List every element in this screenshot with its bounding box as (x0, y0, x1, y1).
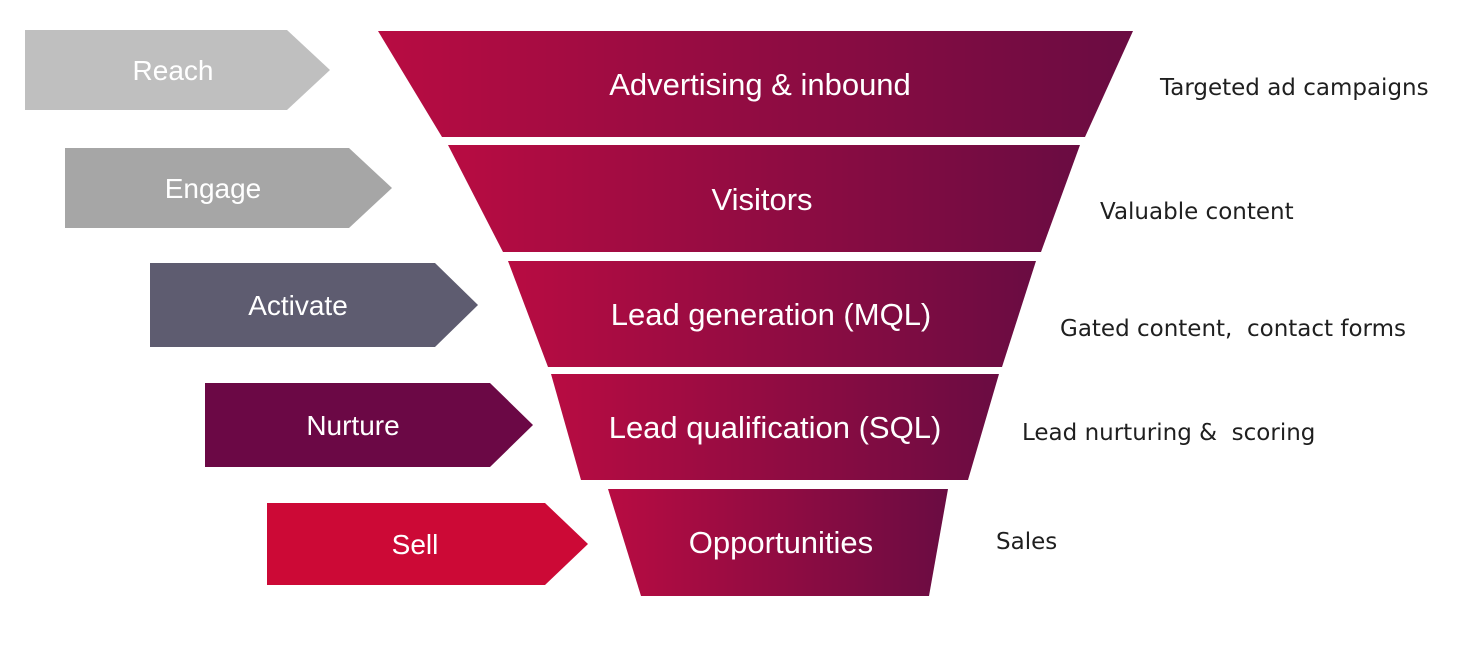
annotation-text: Targeted ad campaigns (1159, 75, 1429, 101)
stage-arrow-activate: Activate (150, 263, 478, 347)
funnel-segments: Advertising & inbound Visitors Lead gene… (378, 31, 1133, 596)
segment-label: Advertising & inbound (609, 67, 911, 102)
annotation-text: Sales (996, 529, 1057, 555)
funnel-segment-shape (448, 145, 1080, 252)
stage-label: Engage (165, 173, 262, 204)
annotation-text: Gated content, contact forms (1060, 316, 1406, 342)
sell-arrow-shape (267, 503, 588, 585)
stage-arrow-engage: Engage (65, 148, 392, 228)
funnel-segment-shape (508, 261, 1036, 367)
stage-label: Reach (133, 55, 214, 86)
annotation-text: Lead nurturing & scoring (1022, 420, 1315, 446)
stage-arrows: Reach Engage Activate Nurture Sell (25, 30, 588, 585)
annotation-text: Valuable content (1100, 199, 1294, 225)
funnel-segment-shape (378, 31, 1133, 137)
stage-label: Activate (248, 290, 348, 321)
funnel-segment-visitors: Visitors (448, 145, 1080, 252)
funnel-segment-opportunities: Opportunities (608, 489, 948, 596)
segment-label: Opportunities (689, 525, 873, 560)
activate-arrow-shape (150, 263, 478, 347)
stage-label: Sell (392, 529, 439, 560)
funnel-segment-lead-generation: Lead generation (MQL) (508, 261, 1036, 367)
funnel-segment-shape (608, 489, 948, 596)
stage-arrow-reach: Reach (25, 30, 330, 110)
segment-label: Lead qualification (SQL) (609, 410, 942, 445)
nurture-arrow-shape (205, 383, 533, 467)
stage-arrow-nurture: Nurture (205, 383, 533, 467)
reach-arrow-shape (25, 30, 330, 110)
funnel-segment-shape (551, 374, 999, 480)
funnel-segment-advertising: Advertising & inbound (378, 31, 1133, 137)
segment-label: Lead generation (MQL) (611, 297, 932, 332)
segment-label: Visitors (711, 182, 812, 217)
funnel-segment-lead-qualification: Lead qualification (SQL) (551, 374, 999, 480)
funnel-annotations: Targeted ad campaigns Valuable content G… (996, 75, 1429, 555)
engage-arrow-shape (65, 148, 392, 228)
stage-arrow-sell: Sell (267, 503, 588, 585)
stage-label: Nurture (306, 410, 399, 441)
